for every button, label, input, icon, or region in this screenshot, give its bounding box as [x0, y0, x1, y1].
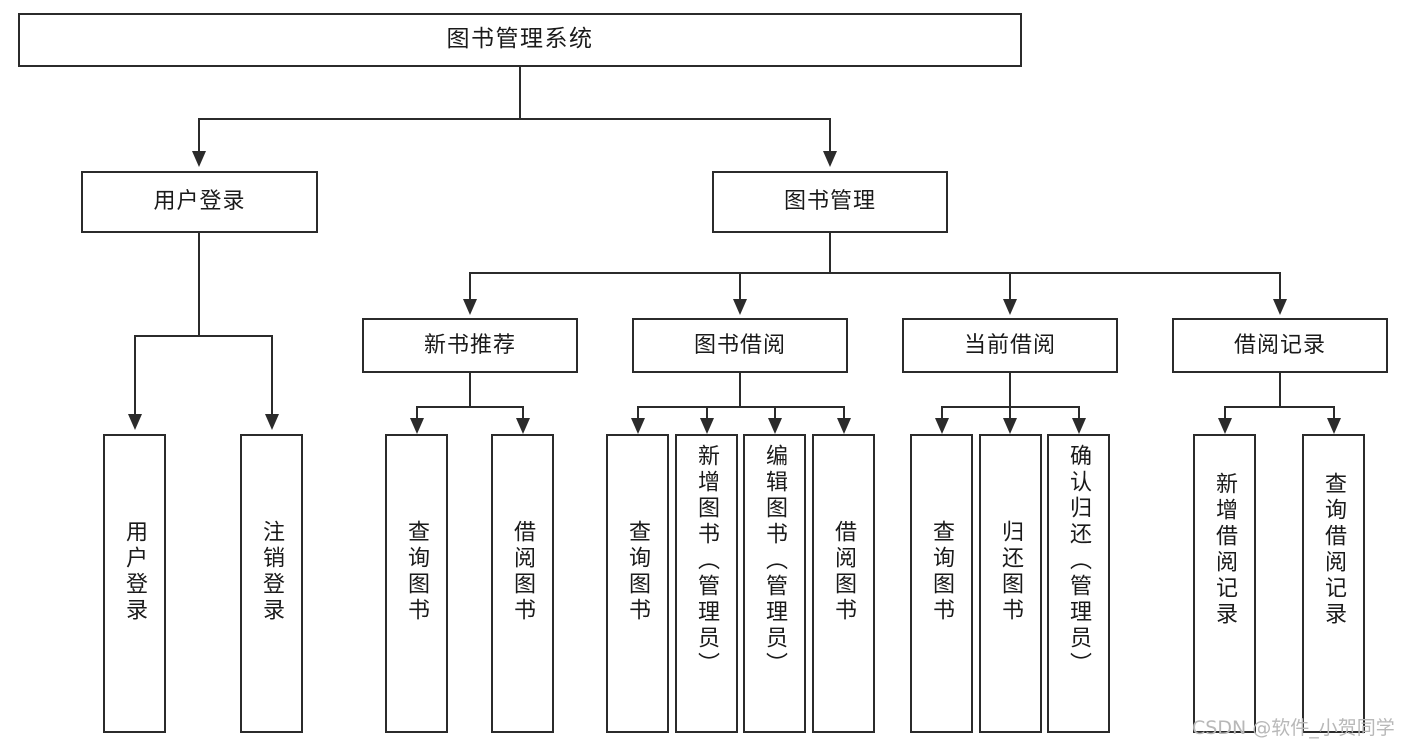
node-label: 借阅图书	[831, 520, 857, 624]
edge-book-borrow-drop-3	[774, 406, 776, 420]
node-label: 图书借阅	[693, 332, 786, 358]
leaf-current-borrow-confirm[interactable]: 确认归还（管理员）	[1047, 434, 1110, 733]
leaf-user-login-login[interactable]: 用户登录	[103, 434, 166, 733]
node-label: 用户登录	[153, 189, 246, 215]
node-label: 查询图书	[929, 520, 955, 624]
arrowhead-leaf-current-borrow-3	[1072, 418, 1086, 434]
edge-current-borrow-drop-3	[1078, 406, 1080, 420]
arrowhead-leaf-new-books-2	[516, 418, 530, 434]
edge-user-login-stem	[198, 233, 200, 336]
node-user-login[interactable]: 用户登录	[81, 171, 318, 233]
node-label: 图书管理系统	[446, 26, 594, 53]
leaf-book-borrow-query[interactable]: 查询图书	[606, 434, 669, 733]
node-new-book-recommend[interactable]: 新书推荐	[362, 318, 578, 373]
leaf-new-books-query[interactable]: 查询图书	[385, 434, 448, 733]
node-book-management[interactable]: 图书管理	[712, 171, 948, 233]
arrowhead-leaf-current-borrow-2	[1003, 418, 1017, 434]
edge-root-to-user-login	[198, 118, 200, 154]
arrowhead-book-borrow	[733, 299, 747, 315]
node-book-borrow[interactable]: 图书借阅	[632, 318, 848, 373]
node-label: 归还图书	[998, 520, 1024, 624]
node-root-system[interactable]: 图书管理系统	[18, 13, 1022, 67]
edge-current-borrow-drop-2	[1009, 406, 1011, 420]
arrowhead-new-books	[463, 299, 477, 315]
node-label: 查询图书	[404, 520, 430, 624]
node-label: 编辑图书（管理员）	[762, 444, 788, 678]
edge-book-borrow-stem	[739, 373, 741, 407]
arrowhead-leaf-book-borrow-1	[631, 418, 645, 434]
edge-book-borrow-drop-1	[637, 406, 639, 420]
edge-new-books-bus	[416, 406, 524, 408]
edge-current-borrow-drop-1	[941, 406, 943, 420]
leaf-borrow-record-query[interactable]: 查询借阅记录	[1302, 434, 1365, 733]
arrowhead-leaf-borrow-record-1	[1218, 418, 1232, 434]
edge-user-login-drop-2	[271, 335, 273, 417]
edge-current-borrow-stem	[1009, 373, 1011, 407]
leaf-current-borrow-query[interactable]: 查询图书	[910, 434, 973, 733]
edge-book-mgmt-drop-1	[469, 272, 471, 302]
leaf-book-borrow-add[interactable]: 新增图书（管理员）	[675, 434, 738, 733]
arrowhead-leaf-book-borrow-3	[768, 418, 782, 434]
edge-book-mgmt-drop-2	[739, 272, 741, 302]
node-label: 新增图书（管理员）	[694, 444, 720, 678]
arrowhead-user-login	[192, 151, 206, 167]
node-label: 当前借阅	[963, 332, 1056, 358]
leaf-current-borrow-return[interactable]: 归还图书	[979, 434, 1042, 733]
node-label: 查询借阅记录	[1321, 472, 1347, 628]
edge-book-mgmt-stem	[829, 233, 831, 273]
edge-book-borrow-drop-4	[843, 406, 845, 420]
edge-book-mgmt-bus	[469, 272, 1281, 274]
leaf-borrow-record-add[interactable]: 新增借阅记录	[1193, 434, 1256, 733]
leaf-new-books-borrow[interactable]: 借阅图书	[491, 434, 554, 733]
edge-new-books-drop-1	[416, 406, 418, 420]
edge-root-stem	[519, 67, 521, 119]
edge-user-login-drop-1	[134, 335, 136, 417]
edge-book-borrow-bus	[637, 406, 845, 408]
leaf-book-borrow-borrow[interactable]: 借阅图书	[812, 434, 875, 733]
arrowhead-leaf-user-login-2	[265, 414, 279, 430]
node-label: 用户登录	[122, 520, 148, 624]
node-label: 图书管理	[783, 189, 876, 215]
arrowhead-leaf-book-borrow-2	[700, 418, 714, 434]
node-label: 新增借阅记录	[1212, 472, 1238, 628]
node-label: 注销登录	[259, 520, 285, 624]
leaf-user-login-logout[interactable]: 注销登录	[240, 434, 303, 733]
edge-borrow-record-drop-1	[1224, 406, 1226, 420]
edge-book-borrow-drop-2	[706, 406, 708, 420]
edge-user-login-bus	[134, 335, 273, 337]
node-label: 借阅记录	[1233, 332, 1326, 358]
node-label: 借阅图书	[510, 520, 536, 624]
arrowhead-leaf-current-borrow-1	[935, 418, 949, 434]
node-current-borrow[interactable]: 当前借阅	[902, 318, 1118, 373]
edge-borrow-record-stem	[1279, 373, 1281, 407]
edge-borrow-record-drop-2	[1333, 406, 1335, 420]
arrowhead-borrow-record	[1273, 299, 1287, 315]
edge-book-mgmt-drop-4	[1279, 272, 1281, 302]
edge-root-to-book-mgmt	[829, 118, 831, 154]
arrowhead-leaf-user-login-1	[128, 414, 142, 430]
edge-new-books-drop-2	[522, 406, 524, 420]
edge-book-mgmt-drop-3	[1009, 272, 1011, 302]
node-label: 确认归还（管理员）	[1066, 444, 1092, 678]
edge-borrow-record-bus	[1224, 406, 1335, 408]
node-borrow-record[interactable]: 借阅记录	[1172, 318, 1388, 373]
edge-root-bus	[198, 118, 831, 120]
arrowhead-leaf-new-books-1	[410, 418, 424, 434]
edge-new-books-stem	[469, 373, 471, 407]
node-label: 查询图书	[625, 520, 651, 624]
leaf-book-borrow-edit[interactable]: 编辑图书（管理员）	[743, 434, 806, 733]
arrowhead-leaf-borrow-record-2	[1327, 418, 1341, 434]
arrowhead-book-mgmt	[823, 151, 837, 167]
arrowhead-leaf-book-borrow-4	[837, 418, 851, 434]
node-label: 新书推荐	[423, 332, 516, 358]
arrowhead-current-borrow	[1003, 299, 1017, 315]
